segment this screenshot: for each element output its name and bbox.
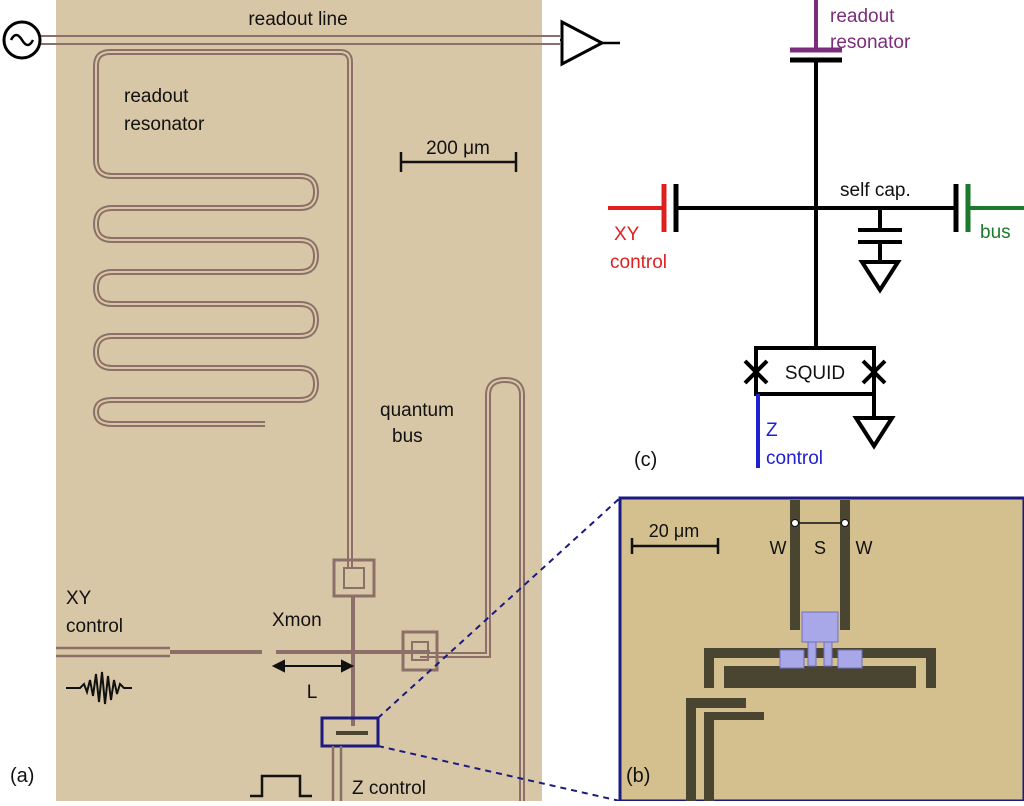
xy-control-label-a2: control [66, 616, 123, 637]
xy-coupling-capacitor [608, 184, 679, 232]
quantum-bus-label-1: quantum [380, 400, 454, 421]
readout-resonator-label-a2: resonator [124, 114, 205, 135]
microwave-pulse-icon [66, 671, 132, 705]
xy-control-label-c1: XY [614, 224, 640, 245]
scale-bar-a [399, 152, 518, 172]
readout-resonator-label-c1: readout [830, 6, 895, 27]
xmon-island-bottom [686, 648, 936, 801]
readout-line-label: readout line [248, 9, 347, 30]
scale-bar-a-label: 200 μm [426, 138, 490, 159]
self-capacitor [858, 228, 902, 262]
gap-markers [791, 519, 849, 527]
zoom-connector [377, 497, 621, 802]
junction-x-icon [743, 359, 887, 385]
squid-label: SQUID [785, 363, 845, 384]
self-cap-label: self cap. [840, 180, 911, 201]
panel-b: 20 μm W S W [618, 496, 1024, 803]
panel-b-label: (b) [626, 765, 650, 787]
bus-label-c: bus [980, 222, 1011, 243]
w-label-left: W [770, 538, 787, 558]
scale-bar-b-label: 20 μm [649, 521, 699, 541]
z-control-label-c1: Z [766, 420, 778, 441]
z-control-label-c2: control [766, 448, 823, 469]
xy-control-trace-a [56, 646, 262, 658]
quantum-bus-label-2: bus [392, 426, 423, 447]
xmon-cross [276, 558, 439, 726]
circuit-wires [676, 60, 956, 348]
bus-coupling-capacitor [953, 184, 1024, 232]
panel-c-label: (c) [634, 449, 657, 471]
signal-source-icon [2, 20, 42, 60]
xy-control-label-a1: XY [66, 588, 92, 609]
ground-icon-squid [852, 416, 896, 450]
scale-bar-b [630, 538, 720, 554]
josephson-junctions [779, 611, 863, 669]
length-label: L [307, 682, 318, 703]
xmon-label: Xmon [272, 610, 322, 631]
w-label-right: W [856, 538, 873, 558]
panel-a: readout line readout resonator 200 μm qu… [2, 0, 620, 801]
xy-control-label-c2: control [610, 252, 667, 273]
amplifier-icon [560, 19, 620, 67]
cpw-strips [790, 500, 850, 630]
flux-pulse-icon [250, 774, 312, 798]
readout-resonator-label-a1: readout [124, 86, 189, 107]
length-arrow [271, 659, 355, 673]
s-label: S [814, 538, 826, 558]
z-control-label-a: Z control [352, 778, 426, 799]
squid-highlight-box [320, 716, 380, 748]
z-control-trace-a [331, 746, 343, 801]
readout-resonator-label-c2: resonator [830, 32, 911, 53]
panel-c: readout resonator XY control bus [608, 0, 1024, 471]
ground-icon [858, 260, 902, 294]
panel-a-label: (a) [10, 765, 34, 787]
